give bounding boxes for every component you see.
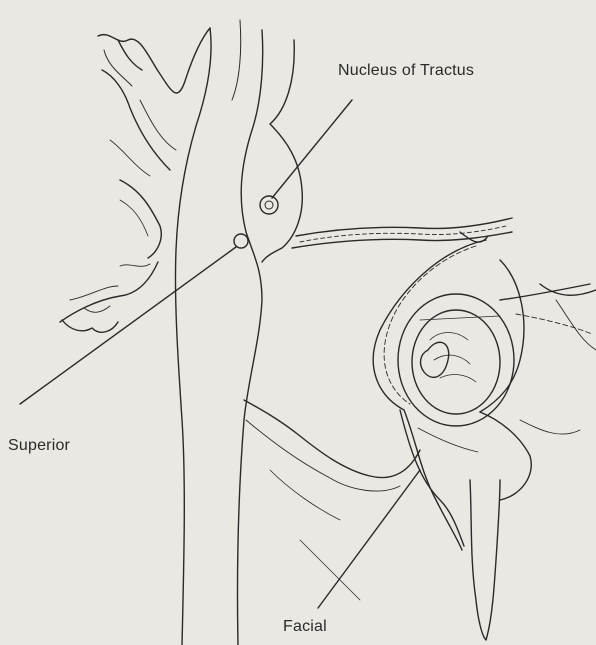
label-superior: Superior [8,437,70,455]
brainstem-tissue [60,28,210,332]
nerve-strand [292,218,512,248]
superior-leader-line [20,247,236,404]
label-facial: Facial [283,618,327,636]
nucleus-tractus-circle [260,196,278,214]
superior-nucleus-circle [234,234,248,248]
nucleus-leader-line [272,100,352,198]
central-column [175,20,302,645]
ear-structure [373,240,596,640]
lower-tissue [244,400,420,600]
label-nucleus-of-tractus: Nucleus of Tractus [338,62,474,80]
